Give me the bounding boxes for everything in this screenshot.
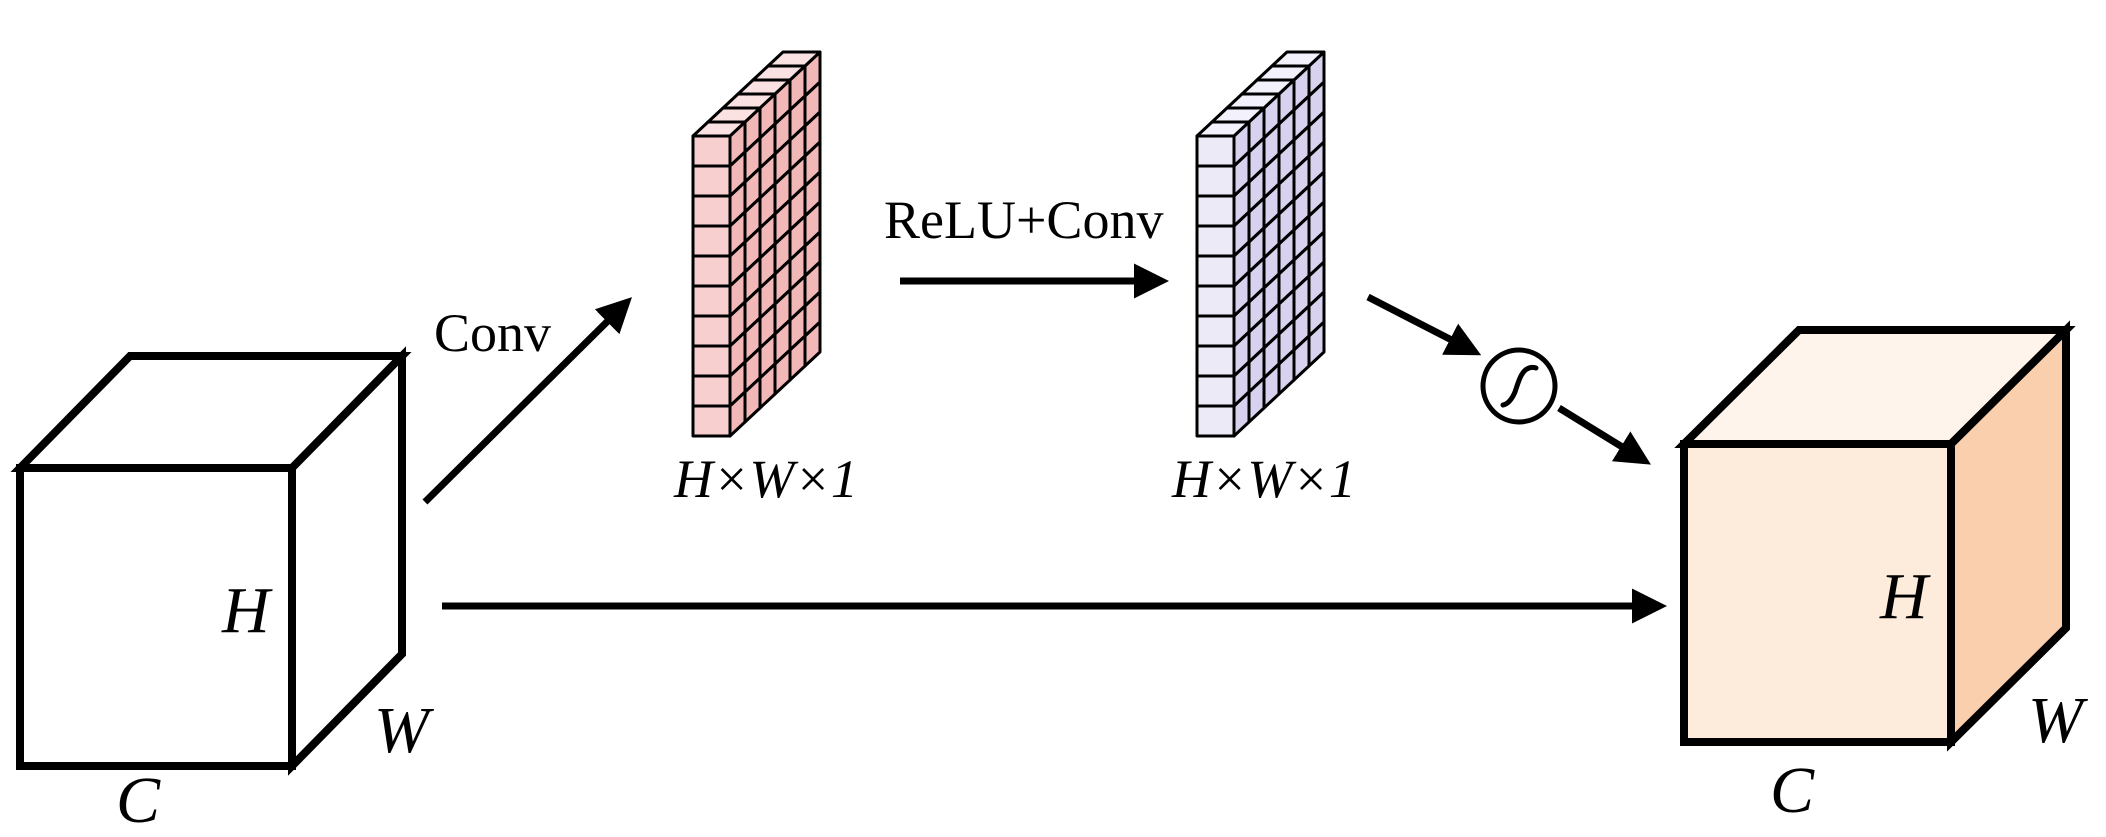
- front-cell: [1195, 164, 1236, 198]
- output-cube-front: [1680, 440, 1955, 746]
- input-h-label: H: [222, 574, 270, 647]
- front-cell: [691, 284, 732, 318]
- feature-map-1: [691, 50, 822, 438]
- front-cell: [691, 404, 732, 438]
- top-cell: [766, 50, 822, 68]
- to-sigmoid-arrow: [1366, 293, 1482, 356]
- top-cell: [1270, 50, 1326, 68]
- feature-map-2: [1195, 50, 1326, 438]
- front-cell: [1195, 374, 1236, 408]
- front-cell: [1195, 134, 1236, 168]
- input-w-label: W: [374, 694, 429, 767]
- front-cell: [691, 374, 732, 408]
- side-cell: [803, 320, 822, 368]
- front-cell: [1195, 344, 1236, 378]
- feature-map-2-dimension: H×W×1: [1172, 452, 1356, 506]
- sigmoid-icon: [1480, 347, 1558, 425]
- front-cell: [691, 164, 732, 198]
- feature-map-1-dimension: H×W×1: [674, 452, 858, 506]
- front-cell: [1195, 224, 1236, 258]
- dimension-text: H×W×1: [674, 449, 858, 509]
- front-cell: [1195, 404, 1236, 438]
- conv-label: Conv: [434, 303, 552, 363]
- front-cell: [691, 344, 732, 378]
- from-sigmoid-arrow: [1557, 405, 1651, 465]
- front-cell: [1195, 194, 1236, 228]
- front-cell: [691, 314, 732, 348]
- front-cell: [1195, 284, 1236, 318]
- input-cube: [10, 346, 412, 776]
- relu-conv-label: ReLU+Conv: [884, 190, 1164, 250]
- front-cell: [691, 194, 732, 228]
- side-cell: [1307, 320, 1326, 368]
- input-cube-front: [16, 464, 296, 770]
- front-cell: [691, 224, 732, 258]
- conv-arrow: [422, 297, 632, 505]
- output-c-label: C: [1770, 754, 1815, 827]
- output-h-label: H: [1880, 560, 1928, 633]
- output-w-label: W: [2028, 684, 2083, 757]
- input-c-label: C: [116, 764, 161, 837]
- front-cell: [691, 134, 732, 168]
- front-cell: [1195, 314, 1236, 348]
- dimension-text: H×W×1: [1172, 449, 1356, 509]
- front-cell: [1195, 254, 1236, 288]
- front-cell: [691, 254, 732, 288]
- output-cube: [1674, 320, 2076, 752]
